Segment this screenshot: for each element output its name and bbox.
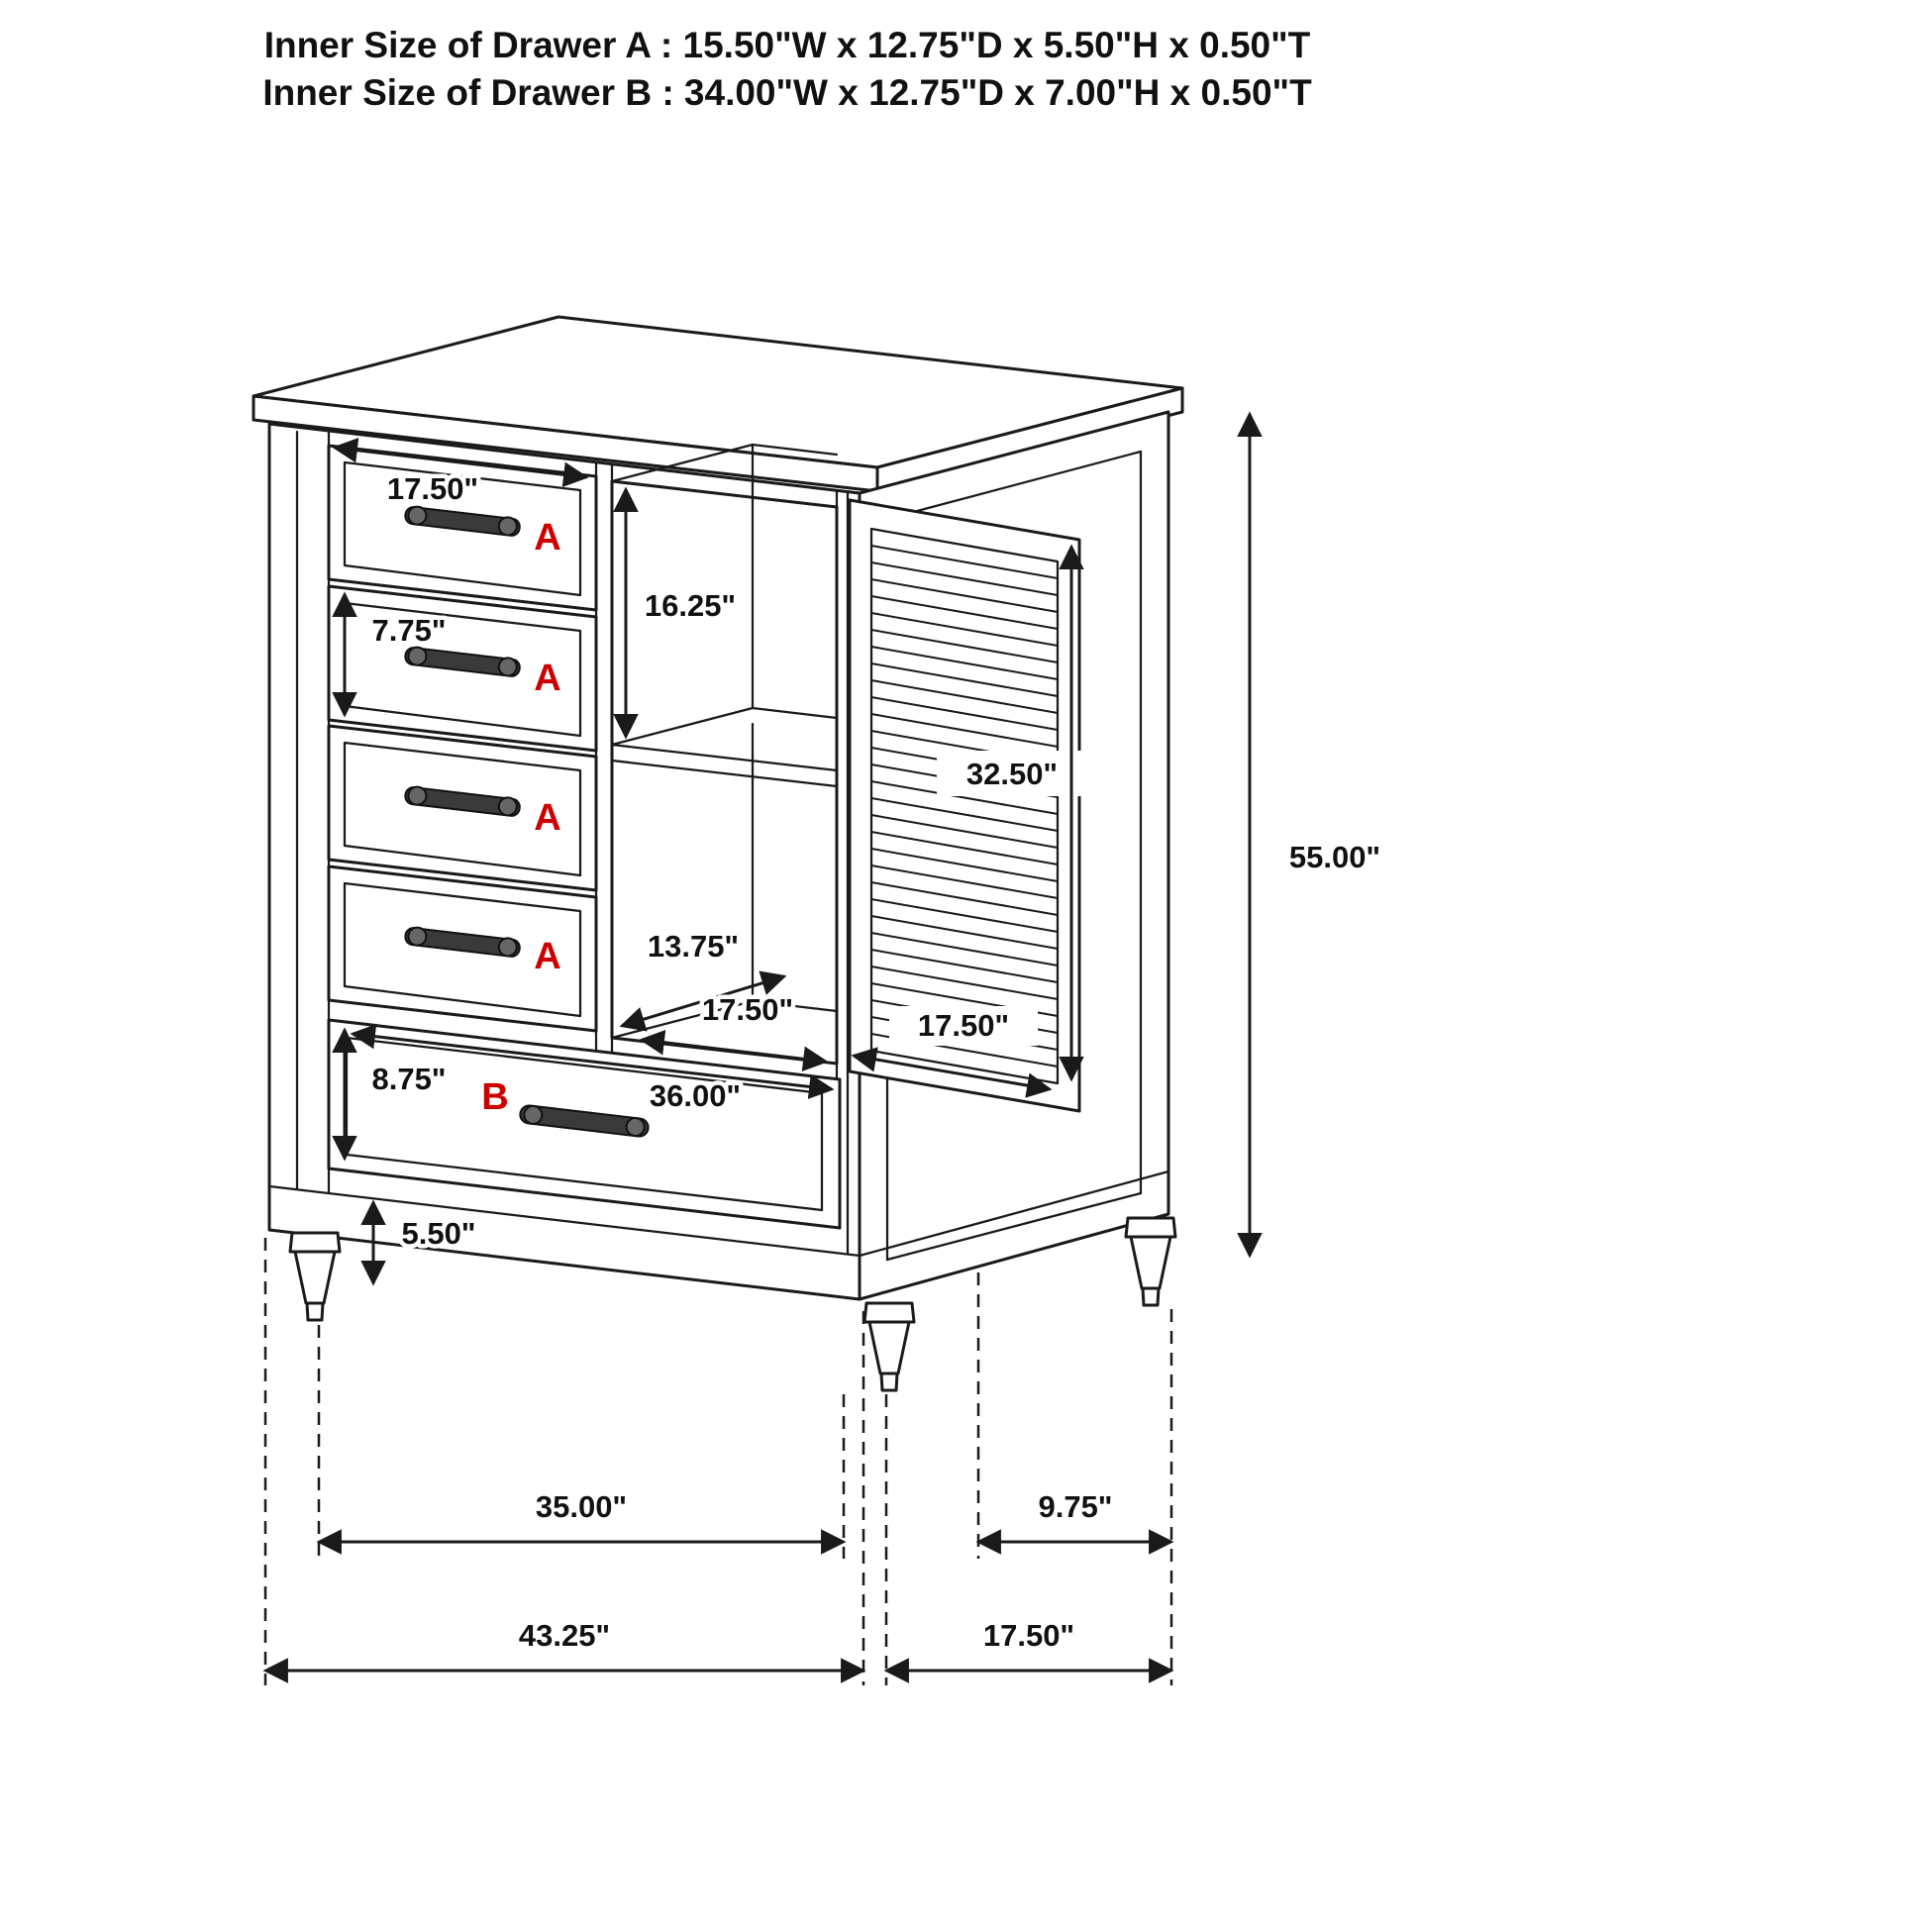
drawer-handle [404, 926, 521, 958]
drawer-a1-label: A [534, 517, 560, 559]
dim-overall-width: 43.25" [262, 1614, 866, 1683]
dimension-annotations: 17.50" 16.25" 7.75" 32.50" 55.00" 13.75"… [262, 411, 1385, 1683]
dim-front-leg-spacing-label: 35.00" [536, 1489, 627, 1524]
dim-side-leg-spacing-label: 9.75" [1038, 1489, 1112, 1524]
dim-compartment-depth: 13.75" [619, 925, 787, 1032]
dim-compartment-depth-label: 13.75" [648, 929, 739, 964]
dim-drawer-a-width: 17.50" [332, 438, 589, 511]
leg-front-left [288, 1231, 342, 1322]
dim-overall-height-label: 55.00" [1289, 840, 1380, 874]
dim-overall-height: 55.00" [1237, 411, 1385, 1259]
leg-front-right [862, 1301, 916, 1392]
drawer-handle [404, 505, 521, 537]
dim-door-height: 32.50" [937, 544, 1087, 1082]
dim-leg-height: 5.50" [360, 1199, 480, 1286]
dim-door-width-label: 17.50" [918, 1008, 1009, 1043]
drawer-a4 [327, 864, 598, 1033]
cabinet-door [848, 498, 1081, 1113]
dim-drawer-a-height-label: 7.75" [371, 613, 446, 648]
drawer-a3 [327, 724, 598, 892]
dim-drawer-b-height-label: 8.75" [371, 1062, 446, 1096]
dim-upper-compartment-height: 16.25" [613, 486, 741, 740]
title-line-1: Inner Size of Drawer A : 15.50"W x 12.75… [264, 25, 1311, 65]
drawer-a2-label: A [534, 658, 560, 699]
door-louvers [870, 545, 1059, 1068]
drawer-b-label: B [481, 1076, 508, 1118]
dim-door-height-label: 32.50" [966, 757, 1058, 791]
dim-drawer-a-width-label: 17.50" [387, 471, 478, 506]
leg-rear-right [1124, 1216, 1177, 1307]
dim-leg-height-label: 5.50" [401, 1216, 475, 1251]
dim-compartment-width-label: 17.50" [702, 992, 793, 1027]
dim-upper-compartment-height-label: 16.25" [645, 588, 736, 623]
drawer-handle [404, 785, 521, 817]
dim-drawer-a-height: 7.75" [332, 591, 451, 718]
title-block: Inner Size of Drawer A : 15.50"W x 12.75… [262, 25, 1312, 113]
dim-overall-depth: 17.50" [883, 1614, 1174, 1683]
drawer-handle [519, 1104, 650, 1138]
dim-drawer-b-width: 36.00" [350, 1023, 835, 1118]
part-labels: A A A A B [481, 517, 560, 1118]
drawer-a3-label: A [534, 797, 560, 839]
dim-overall-width-label: 43.25" [519, 1618, 610, 1653]
dim-front-leg-spacing: 35.00" [316, 1485, 847, 1555]
drawer-handle [404, 646, 521, 677]
dim-drawer-b-width-label: 36.00" [650, 1078, 741, 1113]
dim-door-width: 17.50" [851, 1004, 1053, 1098]
dim-side-leg-spacing: 9.75" [975, 1485, 1174, 1555]
drawer-a4-label: A [534, 936, 560, 977]
title-line-2: Inner Size of Drawer B : 34.00"W x 12.75… [262, 72, 1312, 113]
dim-overall-depth-label: 17.50" [983, 1618, 1074, 1653]
